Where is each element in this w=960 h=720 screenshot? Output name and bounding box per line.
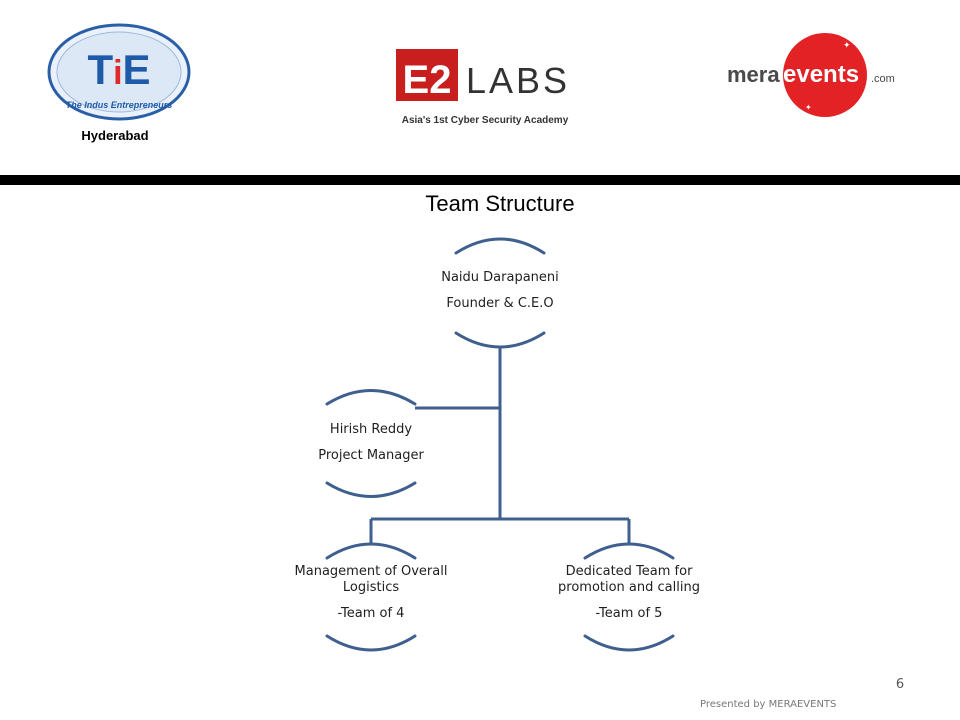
right-arc-bottom	[583, 634, 675, 652]
events-word: events	[783, 61, 859, 88]
slide-title: Team Structure	[425, 191, 575, 216]
left-child-role: -Team of 4	[337, 606, 405, 621]
left-child-name: Management of Overall Logistics	[294, 564, 448, 595]
root-name: Naidu Darapaneni	[441, 270, 559, 285]
e2labs-logo: E2 LABS Asia's 1st Cyber Security Academ…	[396, 49, 570, 126]
assistant-role: Project Manager	[318, 448, 424, 463]
root-arc-top	[454, 237, 546, 255]
tie-tagline: The Indus Entrepreneurs	[66, 100, 173, 110]
svg-text:TiE: TiE	[87, 46, 150, 93]
city-label: Hyderabad	[81, 128, 149, 143]
assistant-arc-top	[325, 389, 417, 406]
svg-text:✦: ✦	[843, 41, 851, 51]
labs-word: LABS	[466, 60, 570, 101]
left-arc-top	[325, 542, 417, 560]
e2-mark: E2	[403, 58, 452, 102]
dotcom-word: .com	[871, 73, 895, 85]
meraevents-logo: mera events .com ✦ ✦	[727, 33, 895, 117]
org-node-assistant: Hirish Reddy Project Manager	[291, 422, 451, 464]
org-node-root: Naidu Darapaneni Founder & C.E.O	[410, 270, 590, 312]
org-node-right-child: Dedicated Team for promotion and calling…	[539, 564, 719, 622]
org-node-left-child: Management of Overall Logistics -Team of…	[281, 564, 461, 622]
e2-tagline: Asia's 1st Cyber Security Academy	[402, 115, 569, 126]
connectors	[369, 346, 631, 544]
root-arc-bottom	[454, 331, 546, 349]
assistant-arc-bottom	[325, 481, 417, 498]
left-arc-bottom	[325, 634, 417, 652]
root-role: Founder & C.E.O	[446, 296, 554, 311]
page-number: 6	[895, 677, 905, 692]
right-child-role: -Team of 5	[595, 606, 663, 621]
right-arc-top	[583, 542, 675, 560]
footer-credit: Presented by MERAEVENTS	[700, 699, 837, 710]
right-child-name: Dedicated Team for promotion and calling	[558, 564, 700, 595]
tie-logo: TiE The Indus Entrepreneurs	[47, 23, 191, 121]
header-divider	[0, 175, 960, 185]
assistant-name: Hirish Reddy	[329, 422, 413, 437]
mera-word: mera	[727, 62, 780, 87]
svg-text:✦: ✦	[805, 103, 812, 112]
